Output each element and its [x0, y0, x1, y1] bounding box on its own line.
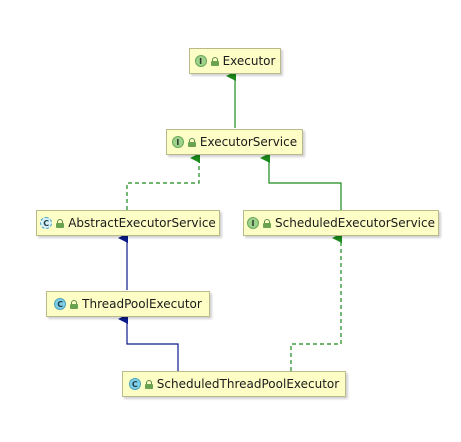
node-label: AbstractExecutorService [68, 216, 216, 230]
node-executor-service[interactable]: I ExecutorService [166, 129, 303, 155]
edge-scheduledthreadpoolexecutor-to-scheduledexecutorservice [290, 233, 342, 371]
edge-abstractexecutorservice-to-executorservice [126, 153, 200, 210]
edge-scheduledexecutorservice-to-executorservice [260, 153, 342, 210]
interface-icon: I [194, 55, 207, 67]
node-thread-pool-executor[interactable]: C ThreadPoolExecutor [46, 291, 210, 317]
lock-icon [263, 218, 271, 228]
interface-icon: I [247, 217, 259, 229]
node-executor[interactable]: I Executor [189, 48, 281, 74]
abstract-class-icon: C [40, 217, 53, 229]
node-label: ScheduledExecutorService [275, 216, 435, 230]
node-label: Executor [222, 54, 276, 68]
node-scheduled-executor-service[interactable]: I ScheduledExecutorService [243, 210, 439, 236]
lock-icon [144, 379, 153, 389]
class-icon: C [54, 298, 67, 310]
lock-icon [187, 137, 196, 147]
node-label: ExecutorService [199, 135, 298, 149]
lock-icon [210, 56, 219, 66]
node-scheduled-thread-pool-executor[interactable]: C ScheduledThreadPoolExecutor [122, 371, 346, 397]
node-label: ScheduledThreadPoolExecutor [156, 377, 340, 391]
edge-scheduledthreadpoolexecutor-to-threadpoolexecutor [118, 314, 179, 371]
lock-icon [56, 218, 65, 228]
class-icon: C [128, 378, 141, 390]
lock-icon [70, 299, 79, 309]
node-label: ThreadPoolExecutor [82, 297, 202, 311]
interface-icon: I [171, 136, 184, 148]
node-abstract-executor-service[interactable]: C AbstractExecutorService [36, 210, 220, 236]
